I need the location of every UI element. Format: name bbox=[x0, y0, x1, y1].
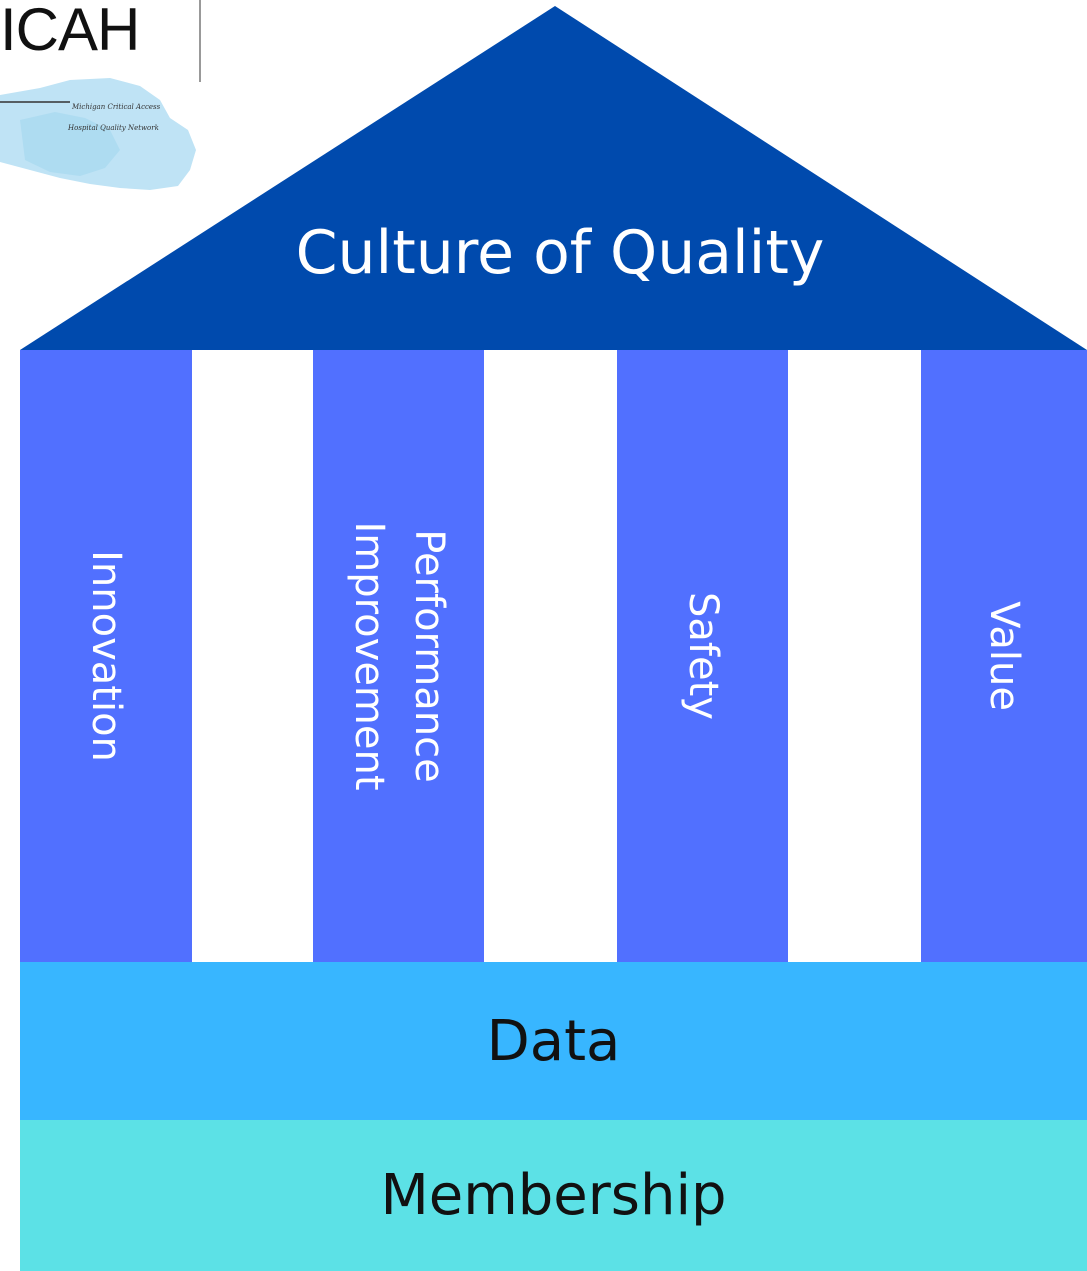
pillar-label-performance-improvement: Performance Improvement bbox=[345, 521, 452, 791]
logo-tagline-line2: Hospital Quality Network bbox=[68, 124, 159, 132]
data-label: Data bbox=[486, 1008, 621, 1074]
pillar-value: Value bbox=[921, 350, 1087, 962]
roof-triangle bbox=[20, 6, 1087, 350]
logo-tagline-line1: Michigan Critical Access bbox=[72, 103, 161, 111]
pillar-safety: Safety bbox=[617, 350, 788, 962]
michigan-map-icon bbox=[0, 0, 201, 190]
logo-text: ICAH bbox=[0, 0, 140, 63]
roof-title: Culture of Quality bbox=[295, 218, 825, 288]
logo: ICAH Michigan Critical Access Hospital Q… bbox=[0, 0, 205, 190]
pillar-label-value: Value bbox=[981, 601, 1027, 711]
pillar-performance-improvement: Performance Improvement bbox=[313, 350, 484, 962]
pillar-innovation: Innovation bbox=[20, 350, 192, 962]
roof bbox=[20, 6, 1087, 350]
membership-band: Membership bbox=[20, 1120, 1087, 1271]
data-band: Data bbox=[20, 962, 1087, 1120]
pillar-label-innovation: Innovation bbox=[83, 550, 129, 762]
pillar-label-safety: Safety bbox=[679, 592, 726, 720]
membership-label: Membership bbox=[380, 1163, 727, 1228]
